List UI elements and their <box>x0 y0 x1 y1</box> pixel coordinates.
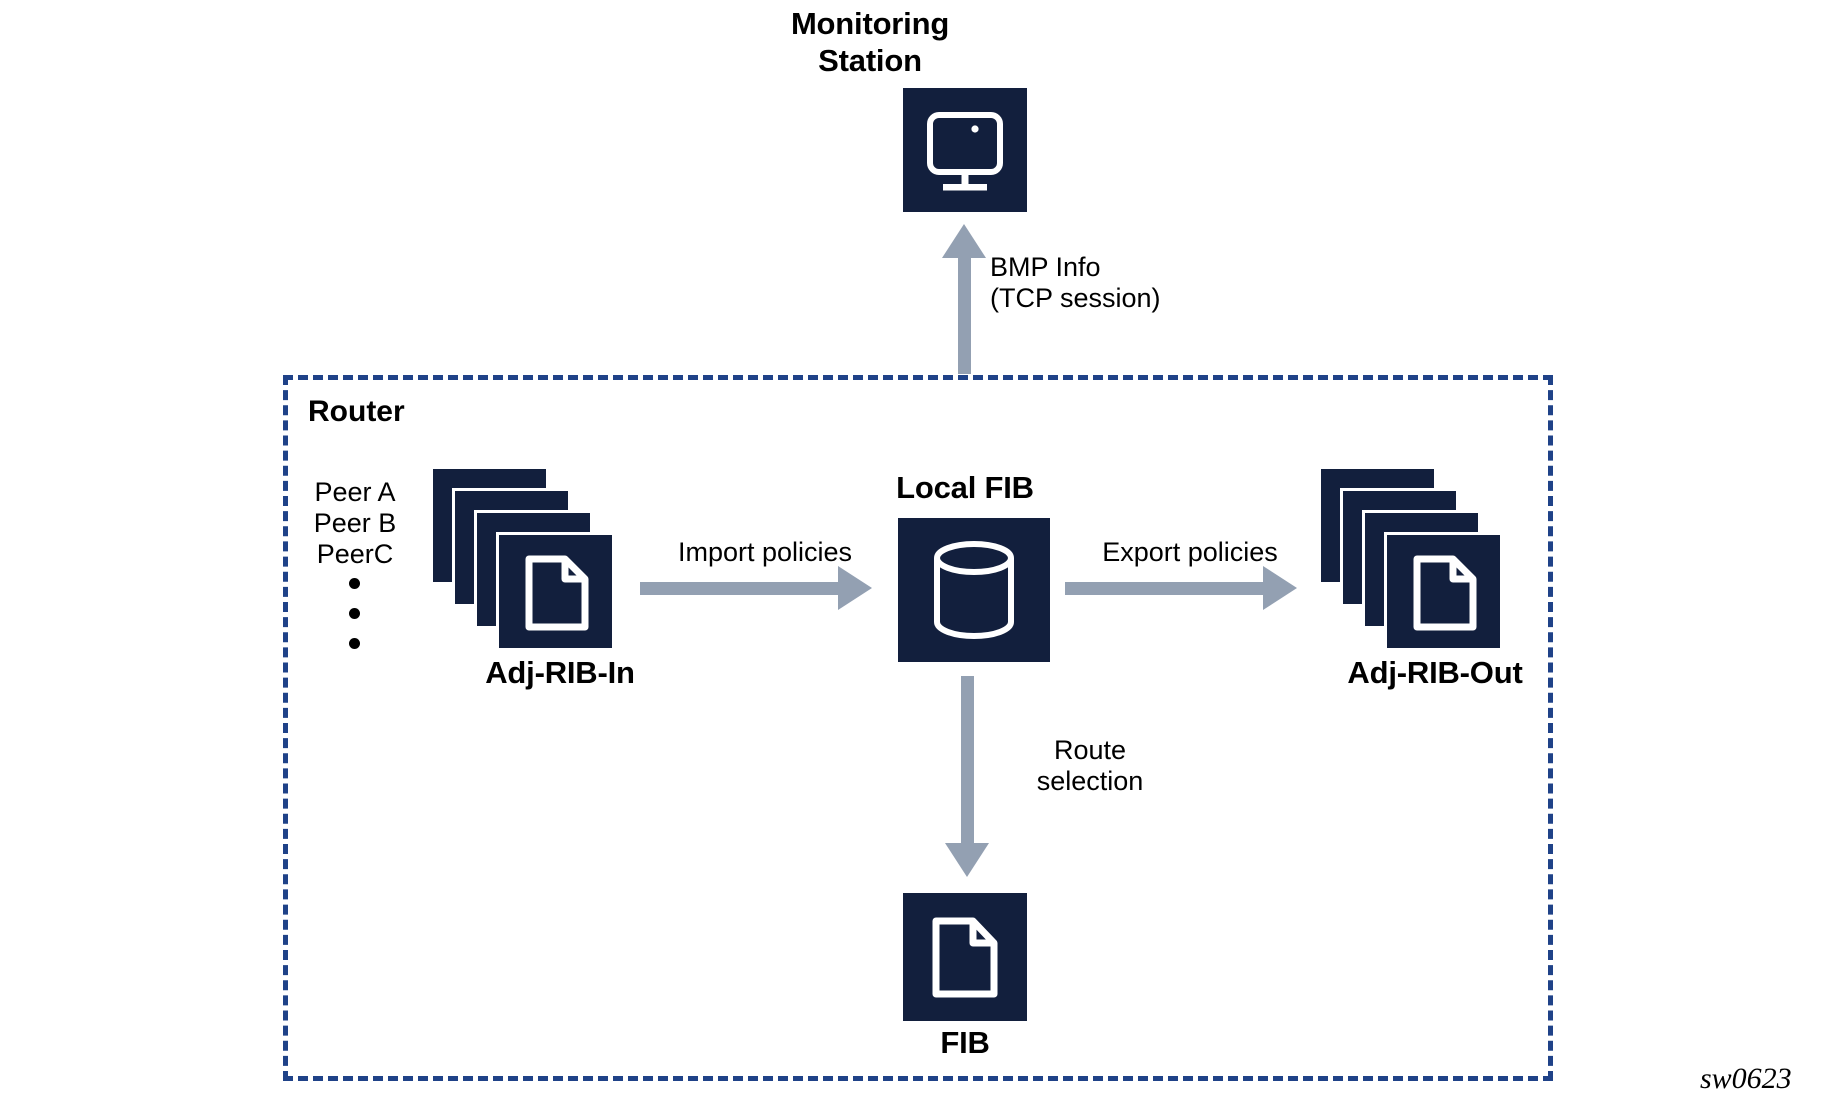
adj-rib-in-icon <box>430 466 630 651</box>
arrow-right-icon <box>838 566 872 610</box>
fib-label: FIB <box>940 1025 990 1060</box>
arrow-down-icon <box>945 843 989 877</box>
bmp-link-label: BMP Info (TCP session) <box>990 252 1260 314</box>
adj-rib-in-label: Adj-RIB-In <box>485 655 635 690</box>
arrow-right-icon <box>1263 566 1297 610</box>
monitoring-station-title-line2: Station <box>818 42 922 78</box>
local-fib-label: Local FIB <box>896 470 1034 505</box>
monitoring-station-icon-tile <box>903 88 1027 212</box>
peer-list: Peer A Peer B PeerC <box>300 477 410 570</box>
database-cylinder-icon <box>898 518 1050 662</box>
document-stack-sheet-4 <box>496 532 615 651</box>
monitoring-station-title-line1: Monitoring <box>790 6 950 41</box>
peer-item-b: Peer B <box>313 508 397 539</box>
bmp-link-label-line2: (TCP session) <box>990 283 1161 314</box>
document-icon <box>1387 535 1500 648</box>
document-icon <box>903 893 1027 1021</box>
bmp-arrow-shaft <box>958 257 971 374</box>
peer-item-a: Peer A <box>314 477 396 507</box>
bmp-link-label-line1: BMP Info <box>990 252 1101 282</box>
peer-ellipsis-dot-1 <box>349 578 360 589</box>
fib-icon-tile <box>903 893 1027 1021</box>
adj-rib-out-label: Adj-RIB-Out <box>1347 655 1523 690</box>
arrow-up-icon <box>942 224 986 258</box>
route-selection-label-line2: selection <box>1036 766 1144 797</box>
import-arrow-shaft <box>640 582 840 595</box>
export-link-label: Export policies <box>1102 537 1278 567</box>
monitor-icon <box>903 88 1027 212</box>
watermark: sw0623 <box>1700 1062 1792 1095</box>
route-selection-label: Route selection <box>990 735 1190 797</box>
export-arrow-shaft <box>1065 582 1265 595</box>
document-icon <box>499 535 612 648</box>
route-selection-arrow-shaft <box>961 676 974 844</box>
monitoring-station-title: Monitoring Station <box>740 6 1000 79</box>
peer-item-c: PeerC <box>316 539 394 570</box>
route-selection-label-line1: Route <box>1053 735 1127 765</box>
router-boundary <box>283 375 1553 1081</box>
peer-ellipsis-dot-3 <box>349 638 360 649</box>
import-link-label: Import policies <box>677 537 853 567</box>
document-stack-sheet-4 <box>1384 532 1503 651</box>
local-fib-icon-tile <box>898 518 1050 662</box>
adj-rib-out-icon <box>1318 466 1518 651</box>
peer-ellipsis-dot-2 <box>349 608 360 619</box>
router-label: Router <box>308 395 405 428</box>
